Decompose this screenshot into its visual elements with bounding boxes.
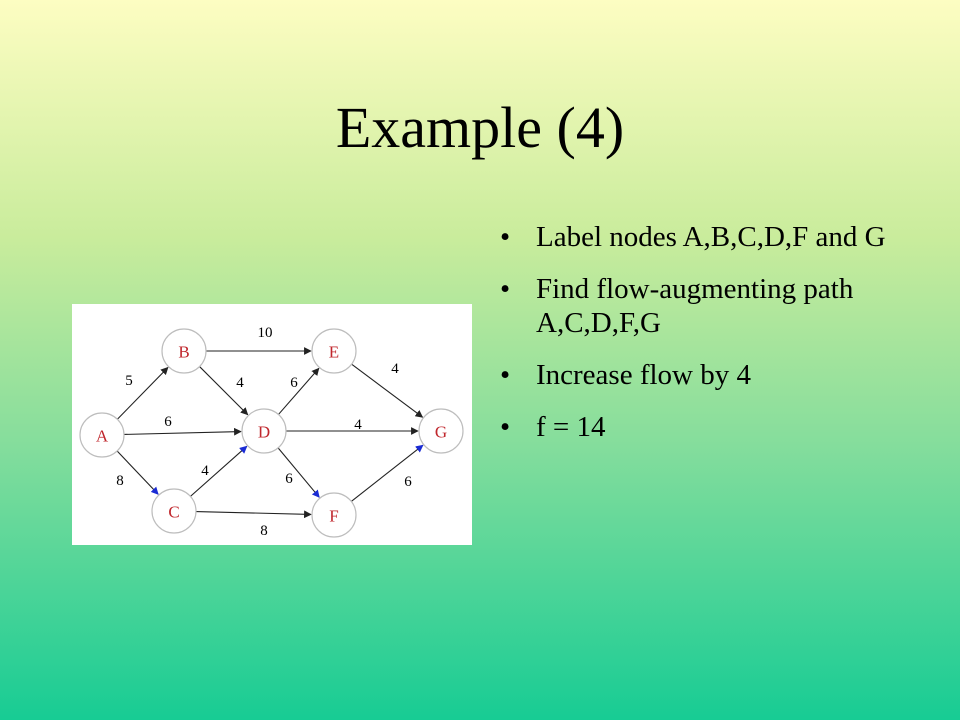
- edge-b-d: [199, 366, 249, 416]
- bullet-dot: •: [500, 221, 511, 253]
- edge-capacity-label: 4: [354, 417, 362, 433]
- edge-d-e: [278, 367, 320, 415]
- bullet-item: • Label nodes A,B,C,D,F and G: [498, 220, 938, 254]
- bullet-item: • Increase flow by 4: [498, 358, 938, 392]
- node-label: A: [96, 427, 109, 446]
- edge-capacity-label: 6: [164, 414, 172, 430]
- edge-d-f: [277, 447, 320, 498]
- node-label: F: [329, 507, 338, 526]
- bullet-list: • Label nodes A,B,C,D,F and G • Find flo…: [498, 220, 938, 462]
- edge-capacity-label: 10: [258, 325, 273, 341]
- bullet-dot: •: [500, 411, 511, 443]
- edge-capacity-label: 4: [201, 463, 209, 479]
- node-e: [311, 328, 357, 374]
- edge-c-f: [195, 510, 312, 519]
- bullet-text: f = 14: [536, 411, 606, 443]
- bullet-text: Find flow-augmenting path A,C,D,F,G: [536, 273, 854, 339]
- bullet-dot: •: [500, 273, 511, 305]
- node-label: B: [178, 343, 189, 362]
- node-b: [161, 328, 207, 374]
- edge-capacity-label: 8: [116, 473, 124, 489]
- edge-capacity-label: 4: [236, 375, 244, 391]
- edge-a-c: [116, 450, 159, 495]
- edge-capacity-label: 6: [285, 471, 293, 487]
- bullet-text: Increase flow by 4: [536, 359, 751, 391]
- edge-c-d: [190, 445, 248, 497]
- edge-a-b: [116, 366, 169, 420]
- edge-capacity-label: 8: [260, 523, 268, 539]
- edge-capacity-label: 5: [125, 373, 133, 389]
- bullet-text: Label nodes A,B,C,D,F and G: [536, 221, 886, 253]
- edge-e-g: [351, 363, 424, 418]
- node-label: E: [329, 343, 339, 362]
- node-c: [151, 488, 197, 534]
- edge-a-d: [123, 427, 242, 436]
- edge-capacity-label: 6: [404, 474, 412, 490]
- edge-capacity-label: 4: [391, 361, 399, 377]
- node-d: [241, 408, 287, 454]
- node-label: D: [258, 423, 270, 442]
- bullet-dot: •: [500, 359, 511, 391]
- edge-f-g: [350, 444, 424, 502]
- bullet-item: • Find flow-augmenting path A,C,D,F,G: [498, 272, 938, 340]
- slide-title: Example (4): [335, 95, 625, 160]
- node-label: C: [168, 503, 179, 522]
- node-g: [418, 408, 464, 454]
- node-a: [79, 412, 125, 458]
- node-f: [311, 492, 357, 538]
- edge-capacity-label: 6: [290, 375, 298, 391]
- bullet-item: • f = 14: [498, 410, 938, 444]
- node-label: G: [435, 423, 447, 442]
